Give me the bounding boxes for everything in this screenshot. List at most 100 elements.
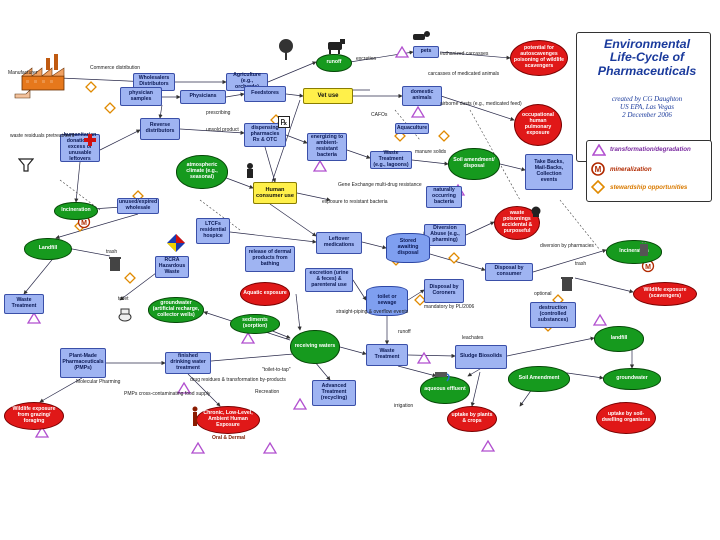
label-prescribing: prescribing: [206, 110, 231, 116]
flow-edge: [225, 92, 245, 98]
hazard-icon: [167, 234, 185, 252]
flow-edge: [339, 346, 367, 356]
node-dispensing: dispensing pharmacies Rx & OTC: [244, 123, 286, 147]
transformation-triangle-icon: [416, 351, 432, 364]
factory-icon: [21, 54, 65, 91]
flow-edge: [296, 192, 331, 202]
flow-edge: [407, 353, 456, 359]
triangle-icon: [592, 144, 606, 156]
flow-edge: [470, 371, 481, 407]
label-excretion: excretion: [356, 56, 377, 62]
stewardship-diamond-icon: [104, 102, 116, 114]
node-physicians: Physicians: [180, 90, 226, 104]
node-finished-water: finished drinking water treatment: [165, 352, 211, 374]
node-destruction: destruction (controlled substances): [530, 302, 576, 328]
node-naturally-occurring: naturally occurring bacteria: [426, 186, 462, 208]
flow-edge: [158, 104, 163, 119]
label-waste-residuals: waste residuals pretreatment: [10, 133, 75, 139]
transformation-triangle-icon: [292, 397, 308, 410]
legend-transformation: transformation/degradation: [610, 146, 691, 153]
node-advanced: Advanced Treatment (recycling): [312, 380, 356, 406]
node-groundwater-left: groundwater (artificial recharge, collec…: [148, 297, 204, 323]
node-wildlife-grazing: Wildlife exposure from grazing/ foraging: [4, 402, 64, 430]
node-autoscavenger-poisoning: potential for autoscavenges poisoning of…: [510, 40, 568, 76]
node-pets: pets: [413, 46, 439, 58]
transformation-triangle-icon: [410, 105, 426, 118]
node-leftover: Leftover medications: [316, 232, 362, 254]
cow-icon: [328, 39, 345, 54]
label-manure: manure solids: [415, 149, 447, 155]
flow-edge: [267, 61, 317, 83]
label-manufacturer: Manufacturer: [8, 70, 38, 76]
person-icon: [247, 163, 253, 178]
label-diversion-by: diversion by pharmacies: [540, 243, 594, 249]
flow-edge: [352, 279, 367, 301]
flow-edge: [74, 161, 81, 203]
flow-edge: [264, 146, 277, 183]
label-irrigation: irrigation: [394, 403, 414, 409]
transformation-triangle-icon: [176, 381, 192, 394]
node-uptake-plants: uptake by plants & crops: [447, 406, 497, 432]
node-release-dermal: release of dermal products from bathing: [245, 246, 295, 272]
pipe-outfall-icon: [435, 372, 450, 382]
legend-stewardship: stewardship opportunities: [610, 184, 688, 191]
flow-edge: [285, 134, 308, 144]
node-occupational: occupational human pulmonary exposure: [514, 104, 562, 146]
label-trash-right: trash: [575, 261, 587, 267]
label-toilet-to-tap: "toilet-to-tap": [262, 367, 291, 373]
flow-edge: [39, 377, 83, 403]
dashed-flow-edge: [559, 199, 601, 251]
hand-icon: [14, 89, 31, 99]
node-landfill-left: Landfill: [24, 238, 72, 260]
toilet-icon: [118, 308, 132, 322]
person-standing-icon: [192, 406, 198, 426]
funnel-icon: [18, 158, 34, 172]
label-commerce: Commerce distribution: [90, 65, 141, 71]
flow-edge: [119, 269, 161, 301]
svg-text:M: M: [595, 165, 602, 174]
node-incineration-left: Incineration: [54, 202, 98, 220]
byline-org: US EPA, Las Vegas: [620, 103, 674, 112]
trash-can-icon: [109, 257, 121, 271]
flow-edge: [346, 149, 371, 159]
node-energizing: energizing to ambient-resistant bacteria: [307, 133, 347, 161]
label-trash-left: trash: [106, 249, 118, 255]
node-landfill-right: landfill: [594, 326, 644, 352]
node-incineration-right: Incineration: [606, 240, 662, 264]
trash-can-right-icon: [561, 277, 573, 291]
node-soil-amendment-top: Soil amendment/ disposal: [448, 148, 500, 180]
label-optional: optional: [534, 291, 552, 297]
dashed-flow-edge: [469, 109, 521, 201]
node-reverse-distributors: Reverse distributors: [140, 118, 180, 140]
diagram-title: Environmental Life-Cycle of Pharmaceutic…: [597, 37, 697, 78]
node-aqueous-effluent: aqueous effluent: [420, 376, 470, 404]
label-mandatory: mandatory by PL/2006: [424, 304, 475, 310]
node-vet-use: Vet use: [303, 88, 353, 104]
node-unused-wholesale: unused/expired wholesale: [117, 198, 159, 214]
flow-edge: [439, 51, 511, 60]
svg-text:℞: ℞: [280, 118, 287, 127]
dashed-flow-edge: [394, 109, 421, 141]
flow-edge: [574, 277, 634, 294]
label-unsold: unsold product: [206, 127, 239, 133]
label-drug-residues: drug residues & transformation by-produc…: [190, 377, 286, 383]
node-stored: Stored awaiting disposal: [386, 233, 430, 263]
flow-edge: [99, 129, 141, 151]
flow-edge: [229, 231, 317, 244]
node-sludge: Sludge Biosolids: [455, 345, 507, 369]
label-carcasses: carcasses of medicated animals: [428, 71, 500, 77]
stewardship-diamond-icon: [448, 252, 460, 264]
transformation-triangle-icon: [190, 441, 206, 454]
mineralization-letter: M: [645, 264, 651, 271]
byline: created by CG Daughton US EPA, Las Vegas…: [592, 95, 702, 119]
flow-edge: [269, 203, 317, 237]
node-human-consumer: Human consumer use: [253, 182, 297, 204]
stewardship-diamond-icon: [438, 130, 450, 142]
node-uptake-soil: uptake by soil-dwelling organisms: [596, 402, 656, 434]
node-ltcfs: LTCFs residential hospice: [196, 218, 230, 244]
node-aquaculture: Aquaculture: [395, 123, 429, 134]
transformation-triangle-icon: [34, 425, 50, 438]
dashed-flow-edge: [199, 199, 241, 231]
node-domestic-animals: domestic animals: [402, 86, 442, 106]
flow-edge: [506, 336, 595, 357]
